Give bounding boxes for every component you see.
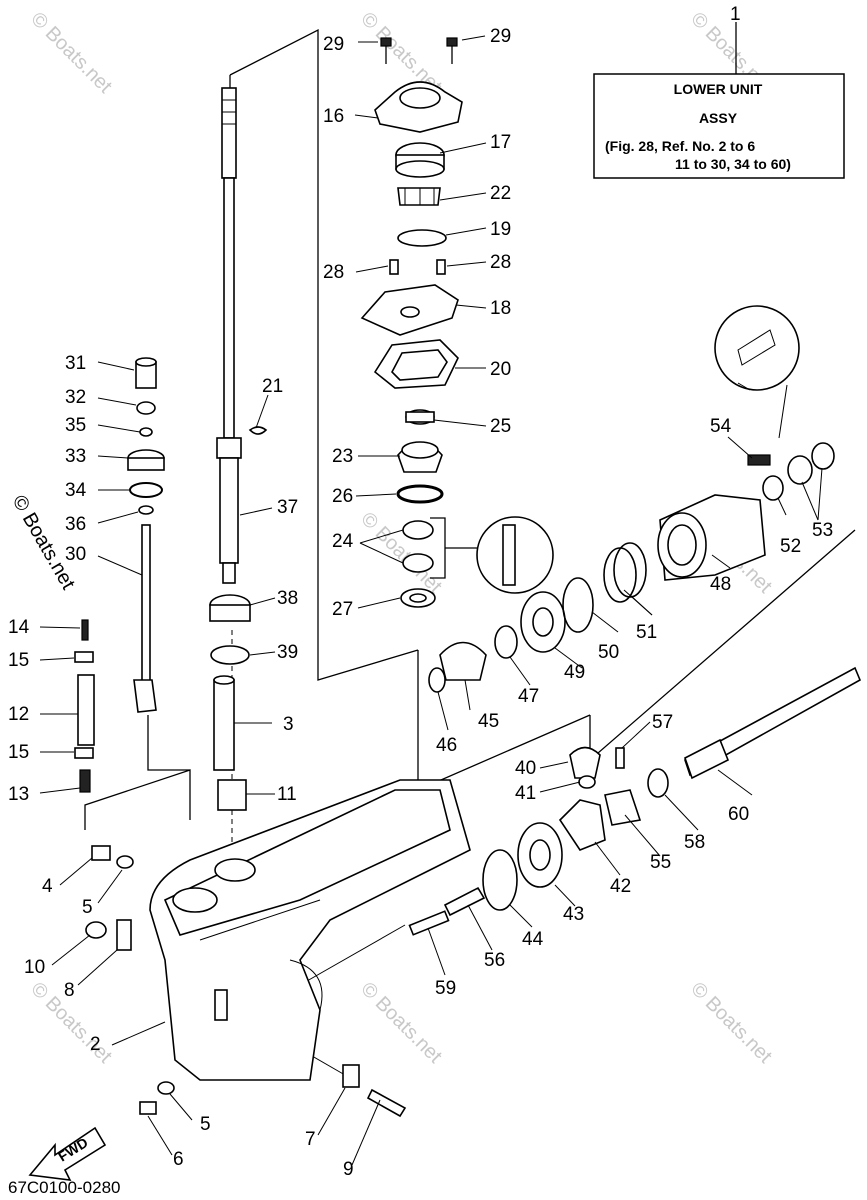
title-box: LOWER UNIT ASSY (Fig. 28, Ref. No. 2 to …	[593, 22, 845, 179]
propeller-shaft-group	[408, 305, 862, 936]
callout-23: 23	[332, 446, 353, 467]
callout-13: 13	[8, 784, 29, 805]
callout-47: 47	[518, 686, 539, 707]
callout-51: 51	[636, 622, 657, 643]
callout-48: 48	[710, 574, 731, 595]
callout-59: 59	[435, 978, 456, 999]
callout-30: 30	[65, 544, 86, 565]
callout-3: 3	[283, 714, 294, 735]
callout-55: 55	[650, 852, 671, 873]
callout-35: 35	[65, 415, 86, 436]
callout-25: 25	[490, 416, 511, 437]
callout-16: 16	[323, 106, 344, 127]
callout-54: 54	[710, 416, 732, 437]
callout-17: 17	[490, 132, 511, 153]
fwd-arrow: FWD	[28, 1126, 107, 1181]
callout-12: 12	[8, 704, 29, 725]
callout-14: 14	[8, 617, 30, 638]
callout-49: 49	[564, 662, 585, 683]
driveshaft	[216, 87, 268, 584]
diagram-code: 67C0100-0280	[8, 1178, 120, 1197]
callout-40: 40	[515, 758, 536, 779]
callout-10: 10	[24, 957, 45, 978]
callout-15b: 15	[8, 742, 29, 763]
callout-7: 7	[305, 1129, 316, 1150]
watermark: © Boats.net	[356, 978, 446, 1068]
callout-42: 42	[610, 876, 631, 897]
callout-6: 6	[173, 1149, 184, 1170]
callout-41: 41	[515, 783, 536, 804]
callout-38: 38	[277, 588, 298, 609]
callout-58: 58	[684, 832, 705, 853]
leader-lines	[39, 35, 823, 1166]
callout-1: 1	[730, 4, 741, 25]
callout-56: 56	[484, 950, 505, 971]
callout-18: 18	[490, 298, 511, 319]
callout-34: 34	[65, 480, 87, 501]
callout-11: 11	[277, 784, 297, 805]
watermark: © Boats.net	[26, 8, 116, 98]
callout-5b: 5	[200, 1114, 211, 1135]
callout-2: 2	[90, 1034, 101, 1055]
callout-9: 9	[343, 1159, 354, 1180]
watermark: © Boats.net	[686, 978, 776, 1068]
callout-22: 22	[490, 183, 511, 204]
callout-28: 28	[323, 262, 344, 283]
callout-43: 43	[563, 904, 584, 925]
callout-29b: 29	[490, 26, 511, 47]
callout-labels: 1 2 3 4 5 5 6 7 8 9 10 11 12 13 14 15 15…	[8, 4, 833, 1180]
callout-44: 44	[522, 929, 544, 950]
callout-15: 15	[8, 650, 29, 671]
callout-24: 24	[332, 531, 354, 552]
housing-hardware	[85, 594, 407, 1118]
callout-20: 20	[490, 359, 511, 380]
callout-45: 45	[478, 711, 499, 732]
callout-36: 36	[65, 514, 86, 535]
callout-28b: 28	[490, 252, 511, 273]
callout-29: 29	[323, 34, 344, 55]
callout-27: 27	[332, 599, 353, 620]
callout-4: 4	[42, 876, 53, 897]
title-box-line3: (Fig. 28, Ref. No. 2 to 6	[605, 138, 755, 154]
title-box-line1: LOWER UNIT	[674, 81, 763, 97]
watermark: © Boats.net	[356, 508, 446, 598]
callout-32: 32	[65, 387, 86, 408]
title-box-line4: 11 to 30, 34 to 60)	[675, 156, 791, 172]
callout-33: 33	[65, 446, 86, 467]
callout-5: 5	[82, 897, 93, 918]
shift-rod-parts	[74, 357, 165, 793]
watermark-dark: © Boats.net	[8, 492, 80, 594]
callout-8: 8	[64, 980, 75, 1001]
callout-31: 31	[65, 353, 86, 374]
callout-46: 46	[436, 735, 457, 756]
callout-37: 37	[277, 497, 298, 518]
callout-26: 26	[332, 486, 353, 507]
callout-52: 52	[780, 536, 801, 557]
callout-39: 39	[277, 642, 298, 663]
gear-case-housing	[149, 779, 471, 1081]
water-pump-parts	[360, 37, 554, 608]
callout-19: 19	[490, 219, 511, 240]
callout-50: 50	[598, 642, 619, 663]
callout-57: 57	[652, 712, 673, 733]
callout-21: 21	[262, 376, 283, 397]
callout-53: 53	[812, 520, 833, 541]
callout-60: 60	[728, 804, 749, 825]
title-box-line2: ASSY	[699, 110, 738, 126]
